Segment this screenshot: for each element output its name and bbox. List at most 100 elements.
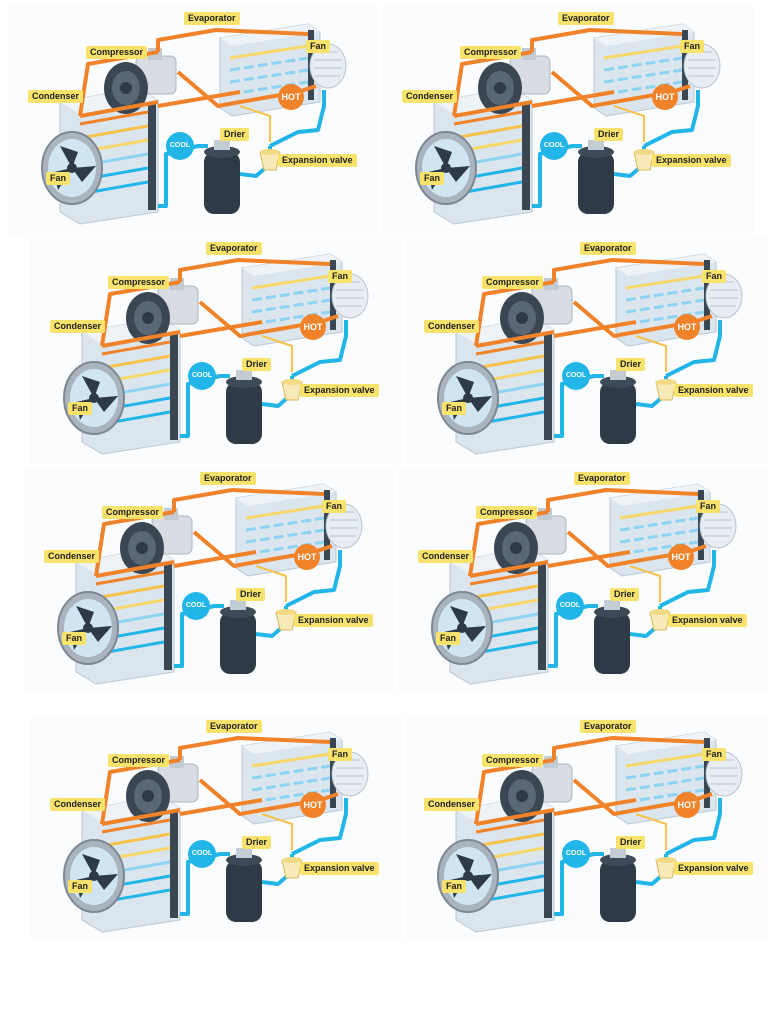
hot-badge: HOT <box>300 314 326 340</box>
label-fan-evaporator: Fan <box>306 40 331 53</box>
label-drier: Drier <box>242 358 272 371</box>
label-expansion-valve: Expansion valve <box>652 154 731 167</box>
expansion-valve-unit <box>649 609 671 631</box>
cool-badge: COOL <box>166 132 194 160</box>
hot-badge: HOT <box>652 84 678 110</box>
label-expansion-valve: Expansion valve <box>674 384 753 397</box>
label-drier: Drier <box>242 836 272 849</box>
label-expansion-valve: Expansion valve <box>668 614 747 627</box>
label-expansion-valve: Expansion valve <box>300 384 379 397</box>
label-drier: Drier <box>594 128 624 141</box>
label-fan-condenser: Fan <box>62 632 87 645</box>
evaporator-fan <box>705 273 743 319</box>
expansion-feed-line <box>635 813 667 850</box>
compressor-unit <box>126 278 199 344</box>
condenser-fan <box>437 839 499 913</box>
cool-badge: COOL <box>556 592 584 620</box>
condenser-fan <box>437 361 499 435</box>
label-fan-condenser: Fan <box>68 402 93 415</box>
label-fan-evaporator: Fan <box>328 748 353 761</box>
label-fan-evaporator: Fan <box>322 500 347 513</box>
drier-unit <box>220 600 256 674</box>
label-evaporator: Evaporator <box>574 472 630 485</box>
condenser-fan <box>431 591 493 665</box>
label-fan-evaporator: Fan <box>702 270 727 283</box>
condenser-fan <box>63 839 125 913</box>
expansion-valve-unit <box>281 857 303 879</box>
label-evaporator: Evaporator <box>200 472 256 485</box>
expansion-valve-unit <box>633 149 655 171</box>
label-compressor: Compressor <box>482 754 544 767</box>
ac-diagram-tile-5: Evaporator Fan Compressor Condenser HOT … <box>24 466 396 694</box>
evaporator-fan <box>331 273 369 319</box>
ac-diagram-tile-7: Evaporator Fan Compressor Condenser HOT … <box>30 714 402 942</box>
label-fan-condenser: Fan <box>420 172 445 185</box>
ac-system-illustration <box>30 714 402 942</box>
hot-badge: HOT <box>294 544 320 570</box>
ac-diagram-tile-2: Evaporator Fan Compressor Condenser HOT … <box>382 6 754 234</box>
label-fan-condenser: Fan <box>442 880 467 893</box>
condenser-fan <box>63 361 125 435</box>
label-compressor: Compressor <box>86 46 148 59</box>
compressor-unit <box>500 756 573 822</box>
label-drier: Drier <box>220 128 250 141</box>
expansion-feed-line <box>261 813 293 850</box>
label-condenser: Condenser <box>28 90 84 103</box>
label-condenser: Condenser <box>50 320 106 333</box>
expansion-feed-line <box>613 105 645 142</box>
hot-badge: HOT <box>278 84 304 110</box>
label-fan-evaporator: Fan <box>696 500 721 513</box>
label-fan-condenser: Fan <box>68 880 93 893</box>
hot-badge: HOT <box>674 792 700 818</box>
label-condenser: Condenser <box>402 90 458 103</box>
drier-unit <box>594 600 630 674</box>
expansion-valve-unit <box>281 379 303 401</box>
ac-system-illustration <box>398 466 768 694</box>
label-evaporator: Evaporator <box>580 720 636 733</box>
hot-badge: HOT <box>668 544 694 570</box>
compressor-unit <box>478 48 551 114</box>
ac-diagram-tile-1: Evaporator Fan Compressor Condenser HOT … <box>8 6 380 234</box>
cool-badge: COOL <box>540 132 568 160</box>
cool-badge: COOL <box>562 840 590 868</box>
ac-system-illustration <box>382 6 754 234</box>
condenser-fan <box>415 131 477 205</box>
label-drier: Drier <box>616 358 646 371</box>
condenser-fan <box>41 131 103 205</box>
cool-badge: COOL <box>182 592 210 620</box>
label-expansion-valve: Expansion valve <box>278 154 357 167</box>
drier-unit <box>600 848 636 922</box>
label-evaporator: Evaporator <box>206 720 262 733</box>
expansion-feed-line <box>635 335 667 372</box>
drier-unit <box>578 140 614 214</box>
expansion-valve-unit <box>259 149 281 171</box>
label-compressor: Compressor <box>108 276 170 289</box>
cool-badge: COOL <box>188 362 216 390</box>
expansion-valve-unit <box>655 379 677 401</box>
hot-badge: HOT <box>300 792 326 818</box>
condenser-fan <box>57 591 119 665</box>
label-evaporator: Evaporator <box>206 242 262 255</box>
expansion-valve-unit <box>655 857 677 879</box>
label-condenser: Condenser <box>50 798 106 811</box>
compressor-unit <box>120 508 193 574</box>
compressor-unit <box>500 278 573 344</box>
label-compressor: Compressor <box>102 506 164 519</box>
drier-unit <box>226 848 262 922</box>
label-fan-condenser: Fan <box>442 402 467 415</box>
ac-diagram-tile-8: Evaporator Fan Compressor Condenser HOT … <box>404 714 768 942</box>
expansion-feed-line <box>629 565 661 602</box>
label-evaporator: Evaporator <box>580 242 636 255</box>
label-expansion-valve: Expansion valve <box>674 862 753 875</box>
label-compressor: Compressor <box>482 276 544 289</box>
ac-diagram-tile-3: Evaporator Fan Compressor Condenser HOT … <box>30 236 402 464</box>
hot-badge: HOT <box>674 314 700 340</box>
expansion-valve-unit <box>275 609 297 631</box>
label-fan-condenser: Fan <box>46 172 71 185</box>
label-compressor: Compressor <box>108 754 170 767</box>
label-expansion-valve: Expansion valve <box>300 862 379 875</box>
label-expansion-valve: Expansion valve <box>294 614 373 627</box>
expansion-feed-line <box>255 565 287 602</box>
label-evaporator: Evaporator <box>558 12 614 25</box>
label-condenser: Condenser <box>424 798 480 811</box>
